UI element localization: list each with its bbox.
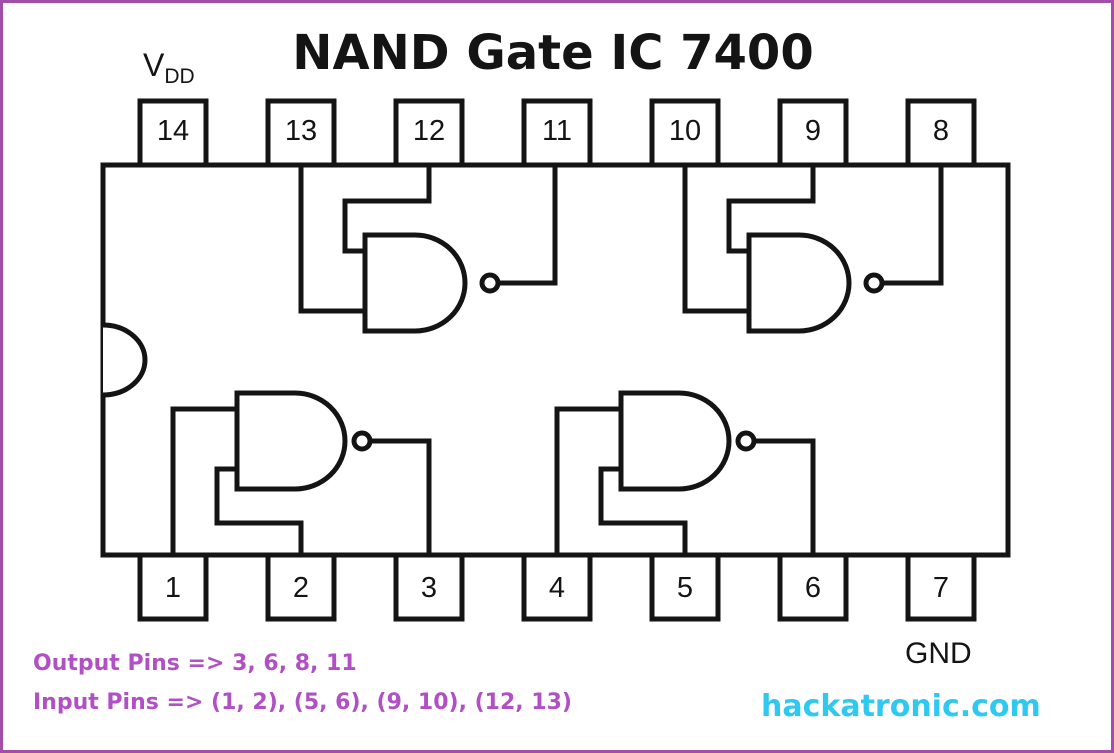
pin-label-9: 9: [804, 115, 822, 147]
gate-d-body: [618, 390, 732, 492]
ic-notch: [102, 322, 148, 398]
wire-gate-d-pin6: [754, 438, 816, 555]
vdd-main: V: [143, 47, 165, 83]
gate-a-body: [362, 232, 468, 334]
pin-label-10: 10: [668, 115, 702, 147]
vdd-subscript: DD: [164, 65, 195, 88]
gate-b-body: [746, 232, 852, 334]
input-pins-note: Input Pins => (1, 2), (5, 6), (9, 10), (…: [33, 690, 572, 715]
gate-c-body: [234, 390, 348, 492]
pin-label-8: 8: [932, 115, 950, 147]
website-watermark: hackatronic.com: [761, 689, 1041, 724]
pin-10-box: [649, 98, 721, 168]
gate-a-bubble: [479, 272, 501, 294]
pin-label-1: 1: [164, 572, 182, 604]
wire-gate-a-pin11: [498, 165, 558, 286]
pin-label-3: 3: [420, 572, 438, 604]
ic-diagram: [100, 98, 1011, 622]
pin-2-box: [265, 552, 337, 622]
gate-c-bubble: [351, 430, 373, 452]
pin-label-4: 4: [548, 572, 566, 604]
gate-b-bubble: [863, 272, 885, 294]
pin-9-box: [777, 98, 849, 168]
pin-label-13: 13: [284, 115, 318, 147]
pin-label-2: 2: [292, 572, 310, 604]
page-title: NAND Gate IC 7400: [292, 25, 814, 81]
output-pins-note: Output Pins => 3, 6, 8, 11: [33, 651, 357, 676]
pin-label-6: 6: [804, 572, 822, 604]
wire-pin10-gate-b: [682, 165, 749, 314]
wire-pin9-gate-b: [726, 165, 816, 254]
wire-gate-b-pin8: [882, 165, 944, 286]
pin-label-5: 5: [676, 572, 694, 604]
wire-pin12-gate-a: [342, 165, 432, 254]
pin-12-box: [393, 98, 465, 168]
gate-d-bubble: [735, 430, 757, 452]
wire-gate-c-pin3: [370, 438, 432, 555]
pin-label-11: 11: [541, 115, 573, 147]
wire-pin13-gate-a: [298, 165, 365, 314]
pin-14-box: [137, 98, 209, 168]
pin-label-7: 7: [932, 572, 950, 604]
pin-1-box: [137, 552, 209, 622]
wire-pin4-gate-d: [554, 406, 621, 555]
wire-pin2-gate-c: [214, 466, 304, 555]
pin-label-14: 14: [156, 115, 190, 147]
pin-7-box: [905, 552, 977, 622]
pin-8-box: [905, 98, 977, 168]
gnd-label: GND: [905, 637, 972, 670]
wire-pin1-gate-c: [170, 406, 237, 555]
pin-label-12: 12: [412, 115, 446, 147]
wire-pin5-gate-d: [598, 466, 688, 555]
vdd-label: VDD: [143, 47, 195, 89]
